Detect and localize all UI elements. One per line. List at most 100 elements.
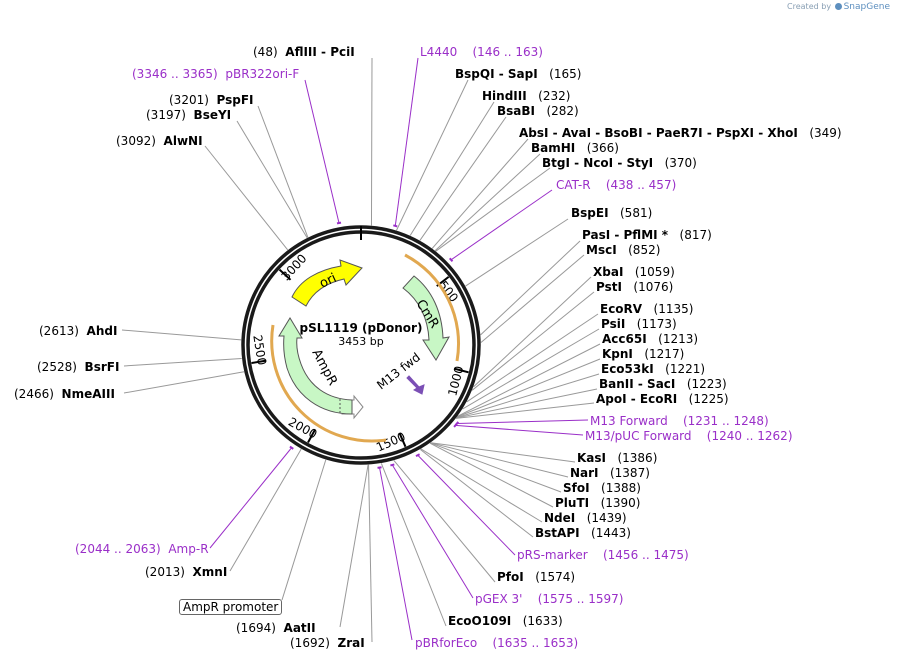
site-ecorv[interactable]: EcoRV (1135): [600, 302, 694, 316]
primer-mark-catr: [448, 257, 454, 262]
site-bspqi-sapi[interactable]: BspQI - SapI (165): [455, 67, 582, 81]
site-bsabi[interactable]: BsaBI (282): [497, 104, 579, 118]
site-alwni[interactable]: (3092) AlwNI: [116, 134, 203, 148]
primer-leader-l4440: [394, 57, 419, 226]
leader-pasi: [480, 240, 581, 336]
tick-mark-2500: [251, 359, 267, 365]
site-pspfi[interactable]: (3201) PspFI: [169, 93, 254, 107]
site-bspei[interactable]: BspEI (581): [571, 206, 653, 220]
leader-ecorv: [466, 313, 599, 403]
primer-prs-marker[interactable]: pRS-marker (1456 .. 1475): [517, 548, 689, 562]
leader-btgi: [435, 167, 551, 252]
snapgene-credit: Created by SnapGene: [787, 2, 890, 12]
primer-amp-r[interactable]: (2044 .. 2063) Amp-R: [75, 542, 209, 556]
primer-pbrforeco[interactable]: pBRforEco (1635 .. 1653): [415, 636, 579, 650]
site-apoi-ecori[interactable]: ApoI - EcoRI (1225): [596, 392, 729, 406]
site-afliii-pcii[interactable]: (48) AflIII - PciI: [253, 45, 355, 59]
leader-amprpromoter: [281, 459, 327, 601]
primer-leader-pgex3: [391, 464, 474, 599]
leader-aatii: [339, 464, 369, 628]
primer-leader-ampr: [209, 447, 292, 549]
site-banii-saci[interactable]: BanII - SacI (1223): [599, 377, 727, 391]
cmr-feature-arrow[interactable]: [402, 275, 450, 361]
primer-pbr322ori-f[interactable]: (3346 .. 3365) pBR322ori-F: [132, 67, 300, 81]
site-bamhi[interactable]: BamHI (366): [531, 141, 619, 155]
ampr-overlay-arc: [270, 324, 387, 443]
ori-label: ori: [317, 271, 339, 292]
ampr-promoter-label[interactable]: AmpR promoter: [179, 599, 283, 615]
credit-brand: SnapGene: [843, 2, 890, 12]
tick-mark-2000: [307, 428, 317, 444]
primer-m13-forward[interactable]: M13 Forward (1231 .. 1248): [590, 414, 769, 428]
leader-acc65i: [457, 343, 601, 417]
plasmid-name: pSL1119 (pDonor): [300, 321, 423, 335]
plasmid-size: 3453 bp: [338, 335, 383, 348]
site-absi-xhoi[interactable]: AbsI - AvaI - BsoBI - PaeR7I - PspXI - X…: [519, 126, 842, 140]
leader-zrai: [368, 464, 373, 643]
site-nmeaiii[interactable]: (2466) NmeAIII: [14, 387, 115, 401]
primer-mark-pgex3: [390, 463, 395, 467]
site-pluti[interactable]: PluTI (1390): [555, 496, 641, 510]
leader-msci: [480, 254, 585, 343]
leader-absi: [431, 138, 529, 249]
site-kpni[interactable]: KpnI (1217): [602, 347, 685, 361]
site-ahdi[interactable]: (2613) AhdI: [39, 324, 118, 338]
leader-bsabi: [419, 116, 507, 241]
ampr-feature-arrow[interactable]: [278, 317, 353, 415]
primer-m13-puc-forward[interactable]: M13/pUC Forward (1240 .. 1262): [585, 429, 793, 443]
site-msci[interactable]: MscI (852): [586, 243, 661, 257]
leader-kpni: [456, 358, 601, 418]
site-kasi[interactable]: KasI (1386): [577, 451, 658, 465]
site-ecoo109i[interactable]: EcoO109I (1633): [448, 614, 563, 628]
site-pasi-pflmi[interactable]: PasI - PflMI * (817): [582, 228, 712, 242]
leader-bseyi: [236, 120, 308, 239]
leader-bspei: [465, 218, 569, 287]
leader-bstapi: [419, 448, 534, 538]
site-eco53ki[interactable]: Eco53kI (1221): [601, 362, 706, 376]
site-psti[interactable]: PstI (1076): [596, 280, 674, 294]
site-hindiii[interactable]: HindIII (232): [482, 89, 571, 103]
primer-leader-m13puc: [455, 424, 584, 436]
site-zrai[interactable]: (1692) ZraI: [290, 636, 365, 650]
site-acc65i[interactable]: Acc65I (1213): [602, 332, 699, 346]
tick-label-2500: 2500: [250, 334, 269, 366]
leader-psti: [471, 291, 595, 391]
primer-leader-catr: [450, 189, 553, 261]
site-sfoi[interactable]: SfoI (1388): [563, 481, 641, 495]
cmr-overlay-arc: [404, 253, 461, 362]
ori-feature-arrow[interactable]: [291, 259, 363, 307]
leader-psii: [462, 328, 600, 410]
m13-fwd-arrow[interactable]: [406, 375, 425, 395]
leader-pspfi: [257, 105, 309, 238]
leader-xmni: [229, 448, 302, 572]
leader-eco53ki: [456, 373, 600, 419]
leader-sfoi: [430, 442, 562, 493]
leader-nmeaiii: [123, 371, 245, 394]
site-bstapi[interactable]: BstAPI (1443): [535, 526, 631, 540]
primer-pgex3[interactable]: pGEX 3' (1575 .. 1597): [475, 592, 624, 606]
leader-alwni: [204, 145, 289, 251]
site-btgi-ncoi-styi[interactable]: BtgI - NcoI - StyI (370): [542, 156, 697, 170]
site-nari[interactable]: NarI (1387): [570, 466, 650, 480]
primer-leader-pbrforeco: [379, 467, 413, 641]
site-ndei[interactable]: NdeI (1439): [544, 511, 627, 525]
site-bsrfi[interactable]: (2528) BsrFI: [37, 360, 120, 374]
site-aatii[interactable]: (1694) AatII: [236, 621, 316, 635]
leader-nari: [430, 442, 569, 478]
leader-bamhi: [434, 153, 541, 252]
site-pfoi[interactable]: PfoI (1574): [497, 570, 576, 584]
primer-l4440[interactable]: L4440 (146 .. 163): [420, 45, 543, 59]
primer-cat-r[interactable]: CAT-R (438 .. 457): [556, 178, 677, 192]
tick-mark-3000: [278, 268, 292, 281]
site-bseyi[interactable]: (3197) BseYI: [146, 108, 232, 122]
primer-mark-pbr322orif: [336, 221, 342, 225]
primer-leader-m13forward: [456, 419, 589, 425]
tick-mark-1500: [398, 432, 407, 448]
site-xmni[interactable]: (2013) XmnI: [145, 565, 228, 579]
primer-mark-prsmarker: [415, 453, 421, 458]
primer-leader-pbr322orif: [304, 79, 340, 224]
leader-xbai: [473, 276, 592, 388]
site-xbai[interactable]: XbaI (1059): [593, 265, 675, 279]
site-psii[interactable]: PsiI (1173): [601, 317, 677, 331]
